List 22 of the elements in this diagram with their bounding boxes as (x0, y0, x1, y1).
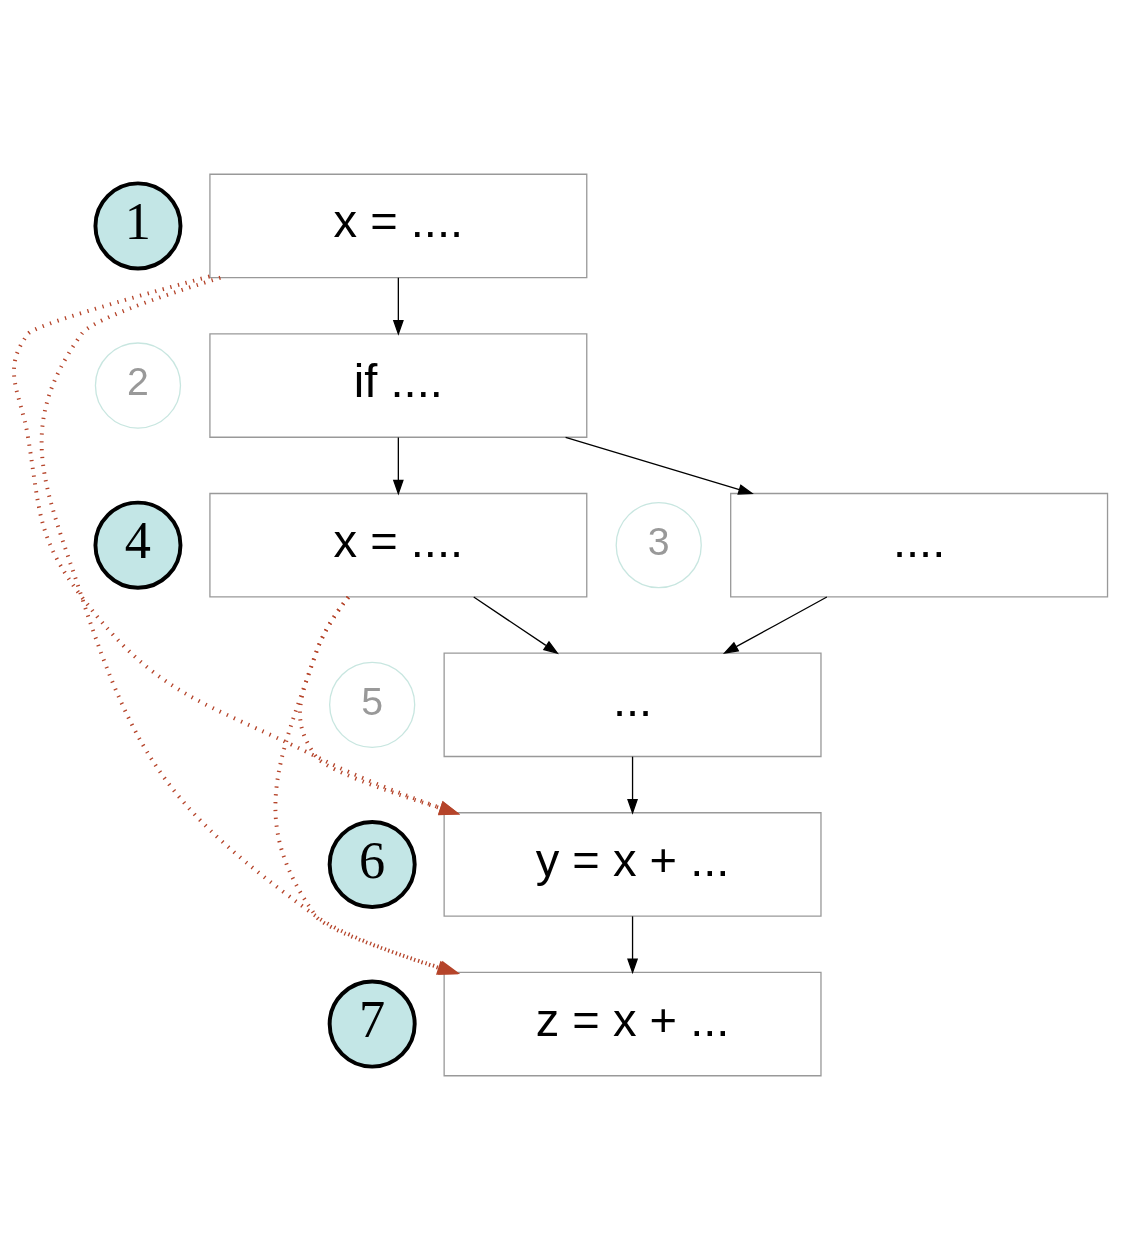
node-circle: 5 (329, 661, 416, 748)
node-box: y = x + ... (443, 811, 822, 917)
node-circle: 2 (94, 341, 182, 429)
node-box: x = .... (209, 492, 588, 598)
node-box: z = x + ... (443, 971, 822, 1076)
node-box: ... (443, 651, 822, 757)
node-box: .... (730, 492, 1109, 598)
node-circle: 3 (615, 501, 702, 588)
node-circle: 1 (93, 180, 183, 270)
arrow (392, 436, 404, 495)
arrow (627, 755, 639, 815)
node-circle: 7 (327, 979, 417, 1069)
arrow (564, 436, 754, 495)
node-circle: 4 (93, 500, 183, 590)
node-circle: 6 (327, 819, 417, 909)
arrow (473, 595, 559, 654)
arrow (722, 595, 828, 654)
arrow (392, 276, 404, 336)
arrow (627, 915, 639, 974)
node-box: x = .... (209, 173, 588, 278)
node-box: if .... (209, 332, 588, 438)
arrow (12, 274, 461, 815)
